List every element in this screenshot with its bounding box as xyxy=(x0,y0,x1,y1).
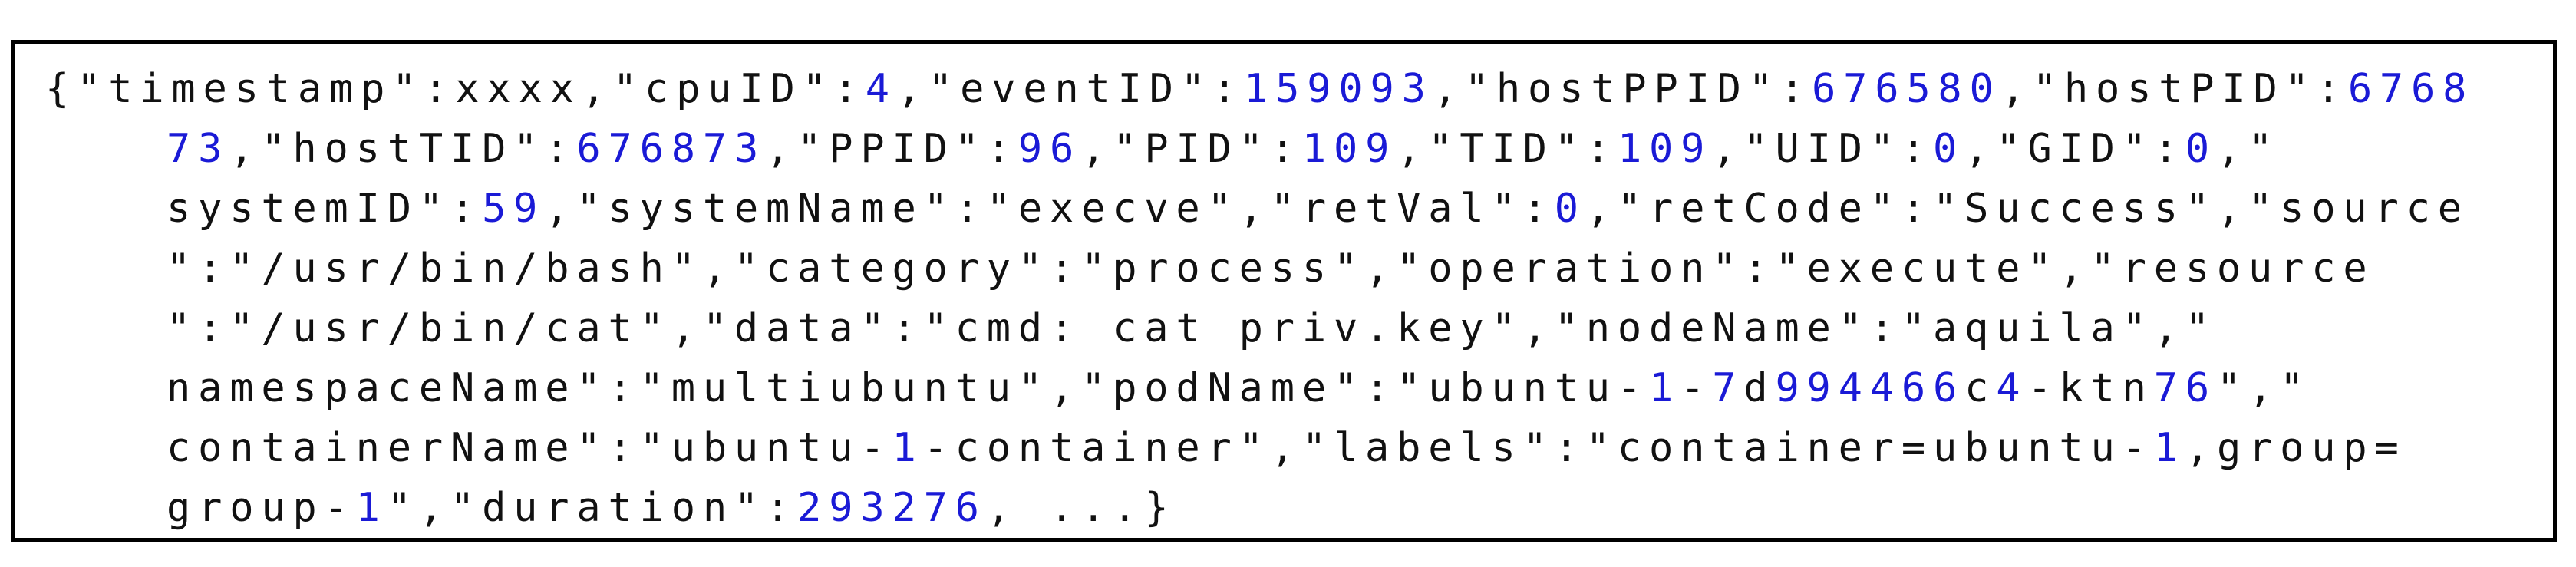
code-line: ":"/usr/bin/cat","data":"cmd: cat priv.k… xyxy=(167,298,2217,358)
numeric-value: 1 xyxy=(892,425,924,471)
numeric-value: 293276 xyxy=(797,485,987,531)
code-text: ,"eventID": xyxy=(896,66,1245,112)
numeric-value: 1 xyxy=(2153,425,2185,471)
numeric-value: 6768 xyxy=(2347,66,2475,112)
code-line: systemID":59,"systemName":"execve","retV… xyxy=(167,179,2469,239)
code-text: ","duration": xyxy=(387,485,798,531)
numeric-value: 59 xyxy=(482,186,546,232)
numeric-value: 1 xyxy=(1649,365,1681,411)
code-text: ,"UID": xyxy=(1712,126,1934,172)
code-text: c xyxy=(1964,365,1997,411)
code-text: {"timestamp":xxxx,"cpuID": xyxy=(45,66,866,112)
code-line: containerName":"ubuntu-1-container","lab… xyxy=(167,418,2406,478)
code-line: namespaceName":"multiubuntu","podName":"… xyxy=(167,358,2311,418)
numeric-value: 4 xyxy=(865,66,897,112)
numeric-value: 76 xyxy=(2153,365,2217,411)
numeric-value: 0 xyxy=(2185,126,2217,172)
code-text: d xyxy=(1743,365,1776,411)
code-text: ,"hostPID": xyxy=(2000,66,2348,112)
code-text: systemID": xyxy=(167,186,483,232)
numeric-value: 0 xyxy=(1933,126,1965,172)
code-line: group-1","duration":293276, ...} xyxy=(167,478,1176,538)
code-text: namespaceName":"multiubuntu","podName":"… xyxy=(167,365,1650,411)
numeric-value: 4 xyxy=(1996,365,2028,411)
code-text: ,"TID": xyxy=(1397,126,1618,172)
numeric-value: 994466 xyxy=(1775,365,1965,411)
code-text: ,group= xyxy=(2185,425,2406,471)
numeric-value: 1 xyxy=(355,485,388,531)
code-text: ,"GID": xyxy=(1964,126,2185,172)
code-text: -ktn xyxy=(2027,365,2154,411)
numeric-value: 159093 xyxy=(1244,66,1433,112)
code-text: ,"hostPPID": xyxy=(1433,66,1812,112)
code-text: ,"PID": xyxy=(1081,126,1302,172)
code-text: ":"/usr/bin/cat","data":"cmd: cat priv.k… xyxy=(167,305,2217,351)
code-line: 73,"hostTID":676873,"PPID":96,"PID":109,… xyxy=(167,119,2280,179)
code-line: {"timestamp":xxxx,"cpuID":4,"eventID":15… xyxy=(45,59,2474,119)
code-text: , ...} xyxy=(986,485,1176,531)
code-text: ," xyxy=(2217,126,2281,172)
code-text: ":"/usr/bin/bash","category":"process","… xyxy=(167,246,2375,292)
code-text: ,"systemName":"execve","retVal": xyxy=(545,186,1555,232)
code-text: "," xyxy=(2216,365,2312,411)
numeric-value: 96 xyxy=(1018,126,1082,172)
code-text: - xyxy=(1681,365,1713,411)
numeric-value: 109 xyxy=(1301,126,1397,172)
code-line: ":"/usr/bin/bash","category":"process","… xyxy=(167,239,2374,298)
code-text: containerName":"ubuntu- xyxy=(167,425,892,471)
code-text: ,"PPID": xyxy=(766,126,1018,172)
code-text: -container","labels":"container=ubuntu- xyxy=(923,425,2154,471)
numeric-value: 0 xyxy=(1554,186,1586,232)
code-text: ,"retCode":"Success","source xyxy=(1585,186,2469,232)
numeric-value: 73 xyxy=(167,126,230,172)
numeric-value: 676580 xyxy=(1812,66,2001,112)
code-text: ,"hostTID": xyxy=(229,126,577,172)
numeric-value: 109 xyxy=(1617,126,1713,172)
code-listing-box: {"timestamp":xxxx,"cpuID":4,"eventID":15… xyxy=(11,40,2557,542)
code-text: group- xyxy=(167,485,356,531)
numeric-value: 676873 xyxy=(576,126,767,172)
numeric-value: 7 xyxy=(1712,365,1744,411)
